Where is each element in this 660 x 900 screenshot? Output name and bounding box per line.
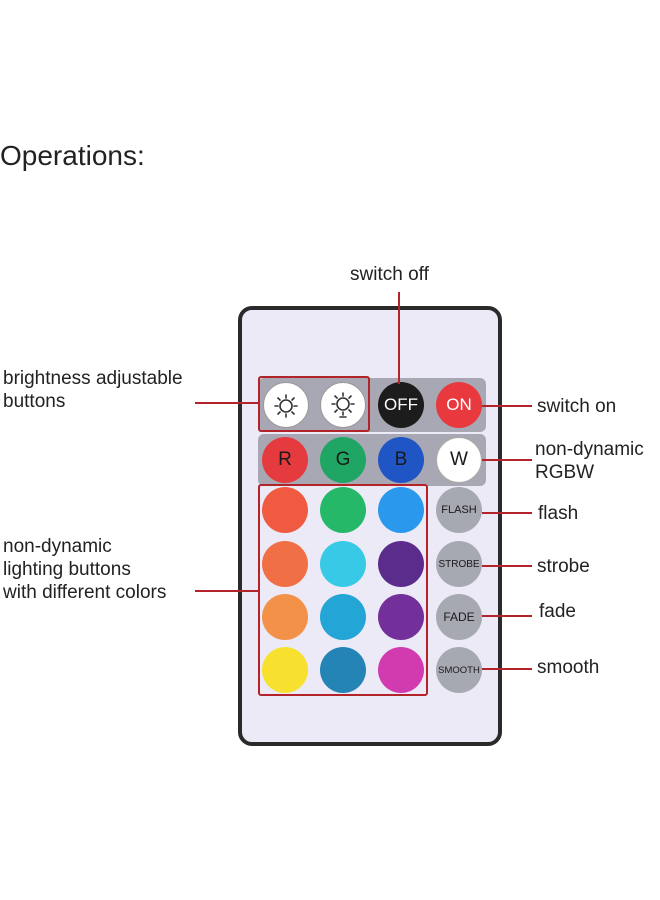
blue-button-label: B (394, 449, 408, 470)
page-heading: Operations: (0, 140, 145, 171)
fade-label: fade (539, 601, 576, 622)
rgbw-callout-line (482, 459, 532, 461)
color-button-r1c1[interactable] (262, 487, 308, 533)
color-button-r4c2[interactable] (320, 647, 366, 693)
fade-button[interactable]: FADE (436, 594, 482, 640)
off-button-label: OFF (384, 395, 418, 414)
brightness-up-icon (331, 392, 355, 418)
green-button-label: G (335, 449, 351, 470)
red-button[interactable]: R (262, 437, 308, 483)
color-button-r4c1[interactable] (262, 647, 308, 693)
color-button-r4c3[interactable] (378, 647, 424, 693)
lighting-callout-line (195, 590, 259, 592)
color-button-r2c1[interactable] (262, 541, 308, 587)
off-button[interactable]: OFF (378, 382, 424, 428)
white-button-label: W (450, 449, 468, 470)
smooth-button-label: SMOOTH (438, 664, 480, 676)
blue-button[interactable]: B (378, 437, 424, 483)
fade-button-label: FADE (443, 610, 475, 624)
white-button[interactable]: W (436, 437, 482, 483)
smooth-callout-line (482, 668, 532, 670)
flash-label: flash (538, 503, 579, 524)
brightness-label: brightness adjustable buttons (3, 368, 183, 412)
brightness-up-button[interactable] (320, 382, 366, 428)
green-button[interactable]: G (320, 437, 366, 483)
flash-button[interactable]: FLASH (436, 487, 482, 533)
on-button[interactable]: ON (436, 382, 482, 428)
color-button-r1c3[interactable] (378, 487, 424, 533)
fade-callout-line (482, 615, 532, 617)
flash-callout-line (482, 512, 532, 514)
switch-off-callout-line (398, 292, 400, 384)
brightness-down-button[interactable] (263, 382, 309, 428)
brightness-highlight-box (258, 376, 370, 432)
brightness-down-icon (274, 394, 298, 418)
strobe-button[interactable]: STROBE (436, 541, 482, 587)
color-button-r2c3[interactable] (378, 541, 424, 587)
switch-on-callout-line (482, 405, 532, 407)
on-button-label: ON (446, 395, 472, 414)
color-button-r3c2[interactable] (320, 594, 366, 640)
rgbw-label: non-dynamic RGBW (535, 439, 644, 483)
strobe-button-label: STROBE (438, 558, 480, 570)
color-button-r2c2[interactable] (320, 541, 366, 587)
switch-on-label: switch on (537, 396, 617, 417)
lighting-buttons-label: non-dynamic lighting buttons with differ… (3, 536, 167, 603)
color-button-r3c1[interactable] (262, 594, 308, 640)
strobe-callout-line (482, 565, 532, 567)
color-button-r1c2[interactable] (320, 487, 366, 533)
flash-button-label: FLASH (441, 504, 477, 516)
smooth-label: smooth (537, 657, 600, 678)
brightness-callout-line (195, 402, 259, 404)
strobe-label: strobe (537, 556, 590, 577)
color-grid-highlight-box (258, 484, 428, 696)
red-button-label: R (278, 449, 292, 470)
switch-off-label: switch off (350, 264, 429, 285)
smooth-button[interactable]: SMOOTH (436, 647, 482, 693)
color-button-r3c3[interactable] (378, 594, 424, 640)
